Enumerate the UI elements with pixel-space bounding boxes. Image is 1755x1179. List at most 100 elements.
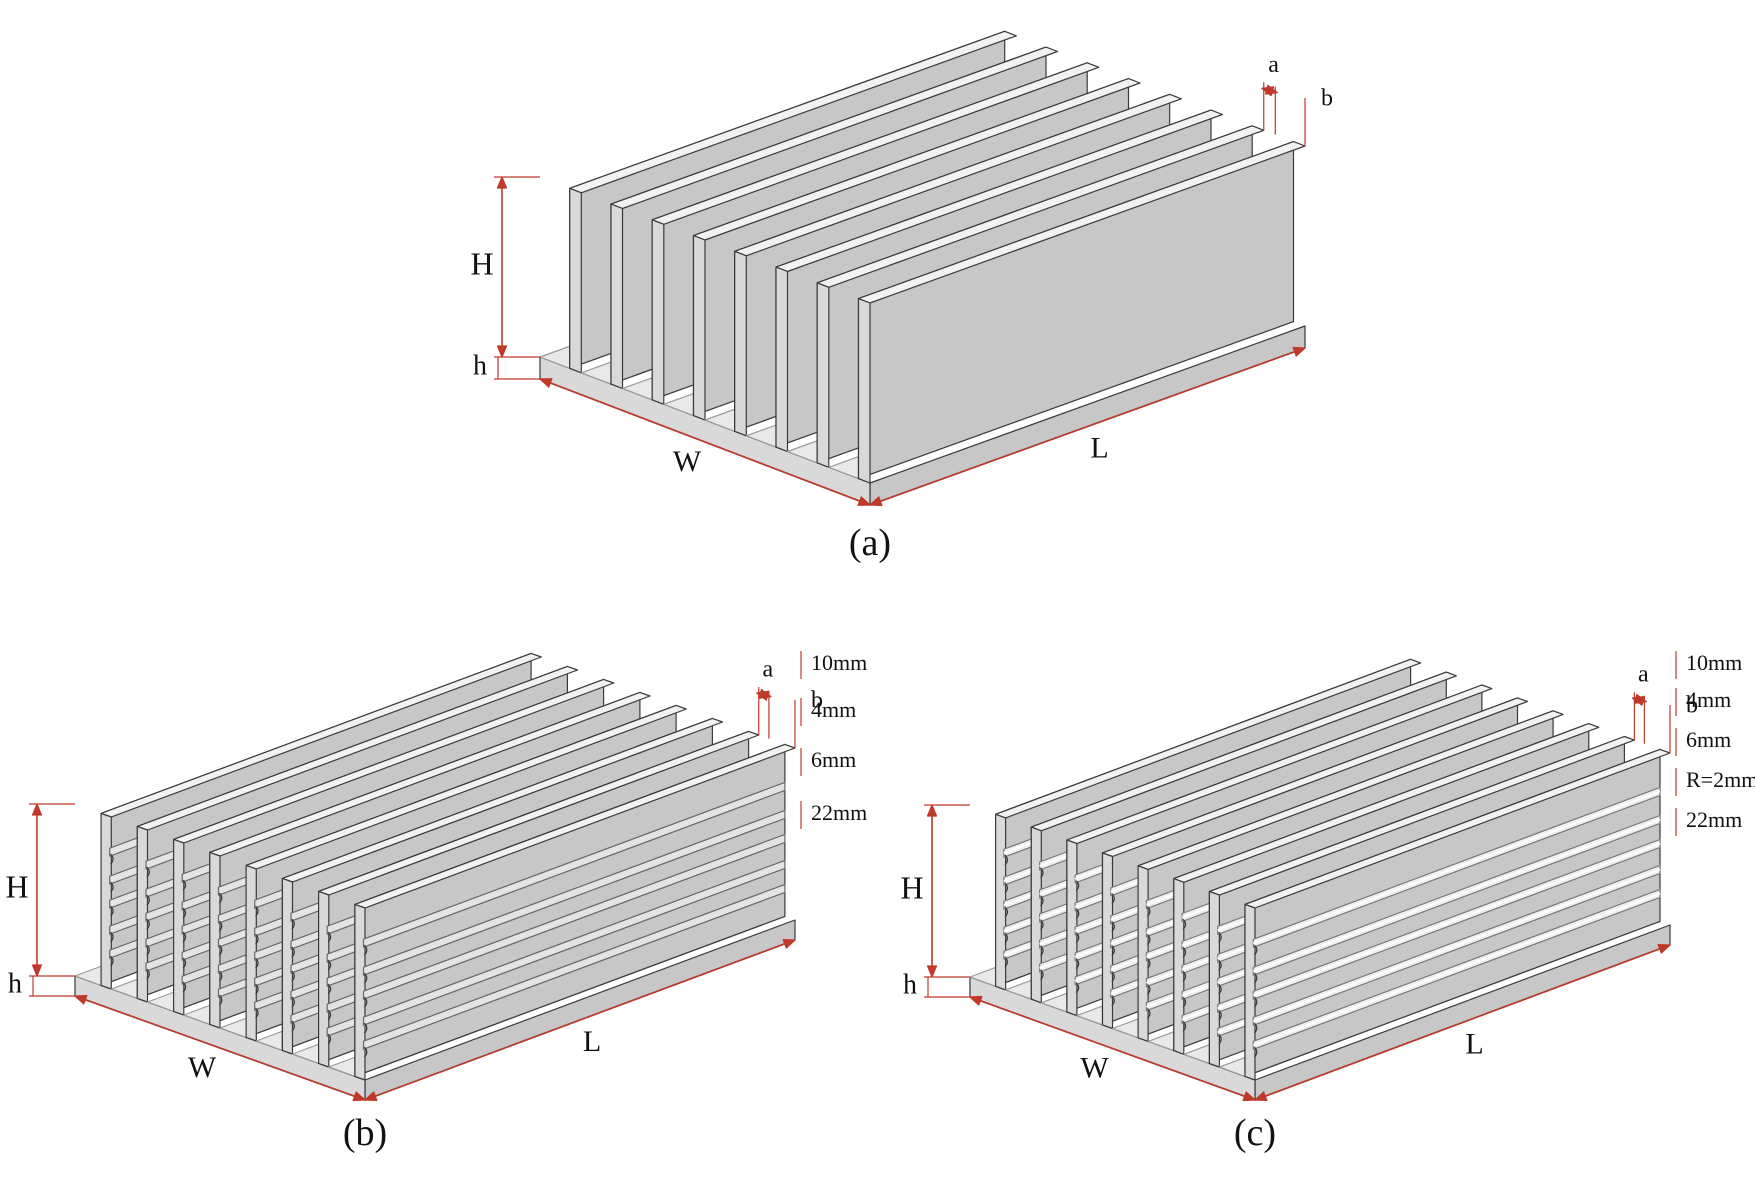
fin-8-groove-1-highlight <box>1252 790 1661 945</box>
fin-2-groove-5-notch <box>146 968 150 980</box>
l-label: L <box>583 1025 601 1058</box>
fin-6-groove-3-notch <box>291 970 295 982</box>
fin-1-end <box>994 813 1007 991</box>
fin-3-groove-3-notch <box>182 931 187 943</box>
fin-8-groove-3-highlight <box>1252 842 1661 997</box>
fin-3-groove-5-notch <box>1075 982 1080 994</box>
fin-1-end <box>100 812 112 990</box>
fin-3-groove-3-notch <box>1075 932 1080 944</box>
fin-3-end <box>173 838 185 1016</box>
fin-5-groove-4-notch <box>255 983 259 995</box>
fin-2-groove-3-notch <box>146 918 150 930</box>
fin-4-groove-5-notch <box>218 994 223 1006</box>
fin-2-groove-5-notch <box>1040 969 1044 981</box>
fin-8-groove-3 <box>362 833 786 1000</box>
fin-8-groove-1-notch <box>1253 944 1258 956</box>
fin-height-label: H <box>5 868 28 904</box>
fin-7-groove-1-notch <box>1218 931 1222 943</box>
fin-3-end <box>651 219 665 405</box>
fin-1-groove-5-notch <box>1004 956 1009 968</box>
groove-annotation-2: 4mm <box>811 697 856 722</box>
w-dimension-line-arrow-end <box>1242 1091 1256 1102</box>
fin-height-dimension-line-arrow-start <box>31 803 43 816</box>
fin-5-end <box>245 864 257 1042</box>
fin-thickness-label: b <box>1686 693 1698 719</box>
l-dimension-line <box>869 347 1306 506</box>
fin-7-groove-2-notch <box>1218 959 1222 971</box>
fin-8-groove-1 <box>362 781 786 948</box>
fin-height-dimension-line-arrow-start <box>926 804 938 817</box>
fin-6-groove-1-notch <box>1182 918 1187 930</box>
fin-6-groove-4-notch <box>1182 996 1187 1008</box>
fin-4-end <box>1101 852 1114 1030</box>
fin-8-groove-5 <box>362 883 786 1050</box>
fin-7-groove-5-notch <box>1218 1033 1222 1045</box>
fin-spacing-label: a <box>1268 52 1279 78</box>
w-dimension-line-arrow-end <box>857 496 871 506</box>
fin-6-end <box>775 266 789 453</box>
fin-spacing-label: a <box>1638 662 1649 688</box>
w-dimension-line-arrow-start <box>969 995 983 1006</box>
fin-2-groove-4-notch <box>1040 945 1044 957</box>
l-dimension-line-arrow-start <box>1254 1091 1268 1102</box>
fin-3-groove-4-notch <box>182 957 187 969</box>
fin-8-groove-5-highlight <box>1252 892 1661 1047</box>
fin-2-end <box>1030 826 1042 1004</box>
fin-7-groove-3-notch <box>327 983 332 995</box>
l-dimension-line-arrow-end <box>1657 944 1671 954</box>
fin-3-groove-2-notch <box>182 907 187 919</box>
fin-5-groove-1-notch <box>255 905 259 917</box>
l-dimension-line-arrow-start <box>364 1091 378 1102</box>
fin-1-end <box>569 187 582 374</box>
groove-annotation-4: R=2mm <box>1686 767 1755 792</box>
fin-height-dimension-line-arrow-end <box>496 345 508 358</box>
fin-6-end <box>281 877 294 1055</box>
fin-height-dimension-line-arrow-end <box>31 964 43 977</box>
fin-5-groove-4-notch <box>1146 984 1151 995</box>
fin-7-end <box>816 282 830 468</box>
fin-1-groove-3-notch <box>110 905 114 917</box>
fin-7-groove-4-notch <box>1218 1009 1222 1021</box>
fin-4-groove-4-notch <box>218 970 223 982</box>
fin-3-end <box>1066 839 1078 1017</box>
fin-8-groove-2-highlight <box>1252 818 1661 973</box>
fin-2-groove-2-notch <box>146 894 150 906</box>
fin-4-end <box>209 851 221 1029</box>
fin-thickness-label: b <box>811 688 823 714</box>
panel-caption: (b) <box>343 1112 387 1154</box>
fin-1-groove-4-notch <box>110 931 114 943</box>
fin-height-dimension-line-arrow-end <box>926 965 938 978</box>
panel-caption: (a) <box>849 522 891 564</box>
base-thickness-label: h <box>473 350 487 381</box>
fin-height-dimension-line-arrow-start <box>496 176 508 189</box>
fin-6-end <box>1173 878 1185 1055</box>
fin-5-groove-3-notch <box>1146 958 1151 969</box>
fin-3-groove-5-notch <box>182 981 187 993</box>
fin-height-label: H <box>470 245 493 281</box>
fin-1-groove-4-notch <box>1004 932 1009 944</box>
fin-8-groove-3-notch <box>363 996 368 1008</box>
fin-6-groove-5-notch <box>291 1020 295 1032</box>
fin-8-groove-2 <box>362 809 786 976</box>
fin-2-end <box>136 825 149 1003</box>
fin-spacing-dimension-line-arrow-end <box>1633 694 1648 704</box>
fin-6-groove-5-notch <box>1182 1020 1187 1032</box>
l-label: L <box>1465 1027 1483 1060</box>
fin-spacing-dimension-line-arrow-end <box>758 688 772 699</box>
fin-1-groove-3-notch <box>1004 906 1009 918</box>
fin-4-groove-4-notch <box>1111 971 1115 983</box>
fin-3-groove-1-notch <box>1075 880 1080 892</box>
fin-8-groove-5-notch <box>363 1046 368 1058</box>
w-label: W <box>673 445 702 478</box>
fin-4-groove-2-notch <box>1111 921 1115 933</box>
fin-6-groove-3-notch <box>1182 970 1187 982</box>
fin-8-groove-3-notch <box>1253 996 1258 1008</box>
fin-1-groove-1-notch <box>110 853 114 865</box>
groove-annotation-4: 22mm <box>811 800 867 825</box>
fin-thickness-label: b <box>1321 86 1333 112</box>
fin-6-groove-2-notch <box>291 946 295 958</box>
fin-8-groove-4 <box>362 859 786 1026</box>
fin-4-groove-5-notch <box>1111 995 1115 1007</box>
